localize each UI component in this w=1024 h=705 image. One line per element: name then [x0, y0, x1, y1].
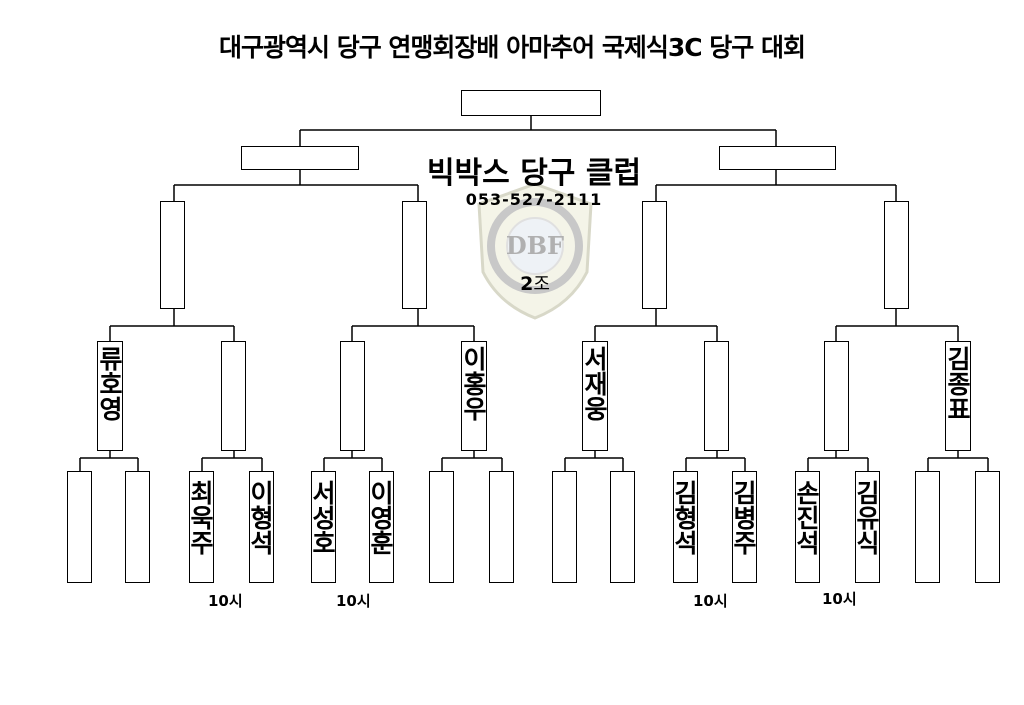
player-name: 이형석 [246, 480, 275, 555]
semifinal-right-box [719, 146, 836, 170]
player-name: 서재웅 [580, 346, 609, 421]
player-name: 서성호 [308, 480, 337, 555]
club-name: 빅박스 당구 클럽 [426, 156, 642, 191]
player-name: 김종표 [943, 346, 972, 421]
quarterfinal-box-4 [884, 201, 909, 309]
round32-box-16 [975, 471, 1000, 583]
round32-box-13 [795, 471, 820, 583]
round32-box-2 [125, 471, 150, 583]
group-number: 2 [520, 273, 534, 295]
round32-box-6 [369, 471, 394, 583]
round16-box-5 [582, 341, 608, 451]
match-time: 10시 [336, 592, 371, 610]
player-name: 이영훈 [366, 480, 395, 555]
logo-text: DBF [506, 231, 564, 260]
round32-box-8 [489, 471, 514, 583]
quarterfinal-box-1 [160, 201, 185, 309]
quarterfinal-box-3 [642, 201, 667, 309]
match-time: 10시 [208, 592, 243, 610]
round16-box-6 [704, 341, 729, 451]
round16-box-1 [97, 341, 123, 451]
match-time: 10시 [822, 590, 857, 608]
round32-box-12 [732, 471, 757, 583]
group-label: 2조 [500, 270, 570, 296]
round32-box-5 [311, 471, 336, 583]
round32-box-15 [915, 471, 940, 583]
round16-box-2 [221, 341, 246, 451]
round16-box-3 [340, 341, 365, 451]
round32-box-1 [67, 471, 92, 583]
round16-box-7 [824, 341, 849, 451]
round32-box-10 [610, 471, 635, 583]
club-phone: 053-527-2111 [465, 190, 603, 209]
group-suffix: 조 [533, 274, 550, 295]
player-name: 김형석 [670, 480, 699, 555]
player-name: 이홍우 [459, 346, 488, 421]
round32-box-4 [249, 471, 274, 583]
player-name: 류호영 [95, 346, 124, 421]
final-box [461, 90, 601, 116]
round16-box-4 [461, 341, 487, 451]
quarterfinal-box-2 [402, 201, 427, 309]
player-name: 최욱주 [186, 480, 215, 555]
page-title: 대구광역시 당구 연맹회장배 아마추어 국제식3C 당구 대회 [219, 33, 806, 62]
round32-box-9 [552, 471, 577, 583]
player-name: 김유식 [852, 480, 881, 555]
round32-box-11 [673, 471, 698, 583]
round32-box-7 [429, 471, 454, 583]
round32-box-14 [855, 471, 880, 583]
round16-box-8 [945, 341, 971, 451]
player-name: 손진석 [792, 480, 821, 555]
player-name: 김병주 [729, 480, 758, 555]
federation-logo-watermark: DBF [477, 182, 593, 320]
round32-box-3 [189, 471, 214, 583]
semifinal-left-box [241, 146, 359, 170]
match-time: 10시 [693, 592, 728, 610]
